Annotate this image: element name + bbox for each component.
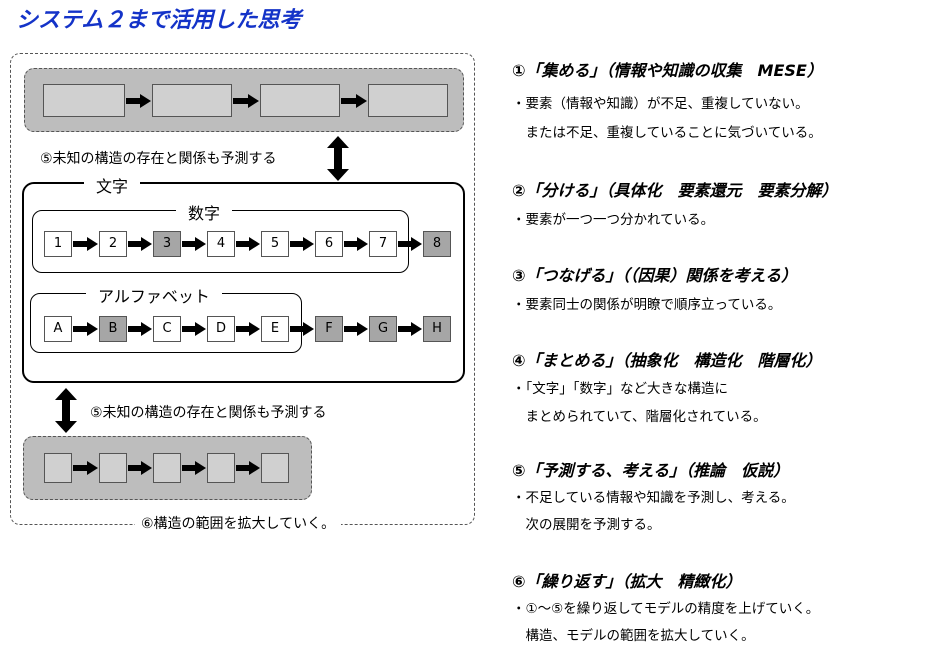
unknown-box (99, 453, 127, 483)
section-text: 構造、モデルの範囲を拡大していく。 (512, 628, 755, 644)
arrow-icon (233, 94, 259, 108)
arrow-icon (73, 322, 98, 336)
alphabet-box: F (315, 316, 343, 342)
arrow-icon (73, 237, 98, 251)
alphabet-box: B (99, 316, 127, 342)
section-heading-connect: ③「つなげる」（（因果）関係を考える） (512, 266, 798, 285)
alphabet-box: C (153, 316, 181, 342)
arrow-icon (290, 322, 314, 336)
section-heading-predict: ⑤「予測する、考える」（推論 仮説） (512, 461, 790, 480)
section-text: ・要素（情報や知識）が不足、重複していない。 (512, 96, 809, 112)
page-title: システム２まで活用した思考 (16, 8, 302, 33)
arrow-icon (73, 461, 98, 475)
number-box: 3 (153, 231, 181, 257)
arrow-icon (341, 94, 367, 108)
alphabet-box: G (369, 316, 397, 342)
unknown-box (152, 84, 232, 117)
arrow-icon (128, 237, 152, 251)
number-box: 8 (423, 231, 451, 257)
unknown-box (207, 453, 235, 483)
moji-label: 文字 (84, 173, 141, 197)
unknown-box (43, 84, 125, 117)
arrow-icon (182, 322, 206, 336)
section-heading-summarize: ④「まとめる」（抽象化 構造化 階層化） (512, 351, 822, 370)
numbers-label: 数字 (176, 200, 233, 224)
alphabet-label: アルファベット (86, 283, 222, 307)
section-text: ・①～⑤を繰り返してモデルの精度を上げていく。 (512, 601, 820, 617)
alphabet-box: H (423, 316, 451, 342)
section-text: 次の展開を予測する。 (512, 517, 661, 533)
number-box: 2 (99, 231, 127, 257)
section-heading-repeat: ⑥「繰り返す」（拡大 精緻化） (512, 572, 742, 591)
unknown-box (153, 453, 181, 483)
section-text: ・「文字」「数字」など大きな構造に (512, 381, 728, 397)
unknown-box (368, 84, 448, 117)
predict-label-bottom: ⑤未知の構造の存在と関係も予測する (90, 405, 327, 421)
number-box: 6 (315, 231, 343, 257)
arrow-icon (128, 461, 152, 475)
number-box: 4 (207, 231, 235, 257)
arrow-icon (182, 461, 206, 475)
arrow-icon (344, 322, 368, 336)
section-text: ・不足している情報や知識を予測し、考える。 (512, 490, 795, 506)
alphabet-box: A (44, 316, 72, 342)
section-text: または不足、重複していることに気づいている。 (512, 125, 822, 141)
arrow-icon (236, 237, 260, 251)
arrow-icon (126, 94, 151, 108)
section-text: ・要素が一つ一つ分かれている。 (512, 212, 715, 228)
section-text: まとめられていて、階層化されている。 (512, 409, 767, 425)
arrow-icon (398, 322, 422, 336)
number-box: 1 (44, 231, 72, 257)
double-arrow-icon (55, 388, 77, 433)
arrow-icon (128, 322, 152, 336)
arrow-icon (182, 237, 206, 251)
arrow-icon (290, 237, 314, 251)
section-heading-divide: ②「分ける」（具体化 要素還元 要素分解） (512, 181, 838, 200)
arrow-icon (344, 237, 368, 251)
number-box: 7 (369, 231, 397, 257)
outer-scope-caption: ⑥構造の範囲を拡大していく。 (135, 513, 342, 533)
moji-frame (22, 182, 465, 383)
arrow-icon (398, 237, 422, 251)
alphabet-box: D (207, 316, 235, 342)
predict-label-top: ⑤未知の構造の存在と関係も予測する (40, 151, 277, 167)
arrow-icon (236, 322, 260, 336)
unknown-box (261, 453, 289, 483)
section-text: ・要素同士の関係が明瞭で順序立っている。 (512, 297, 782, 313)
double-arrow-icon (327, 136, 349, 181)
unknown-box (260, 84, 340, 117)
alphabet-box: E (261, 316, 289, 342)
section-heading-collect: ①「集める」（情報や知識の収集 MESE） (512, 61, 823, 80)
number-box: 5 (261, 231, 289, 257)
arrow-icon (236, 461, 260, 475)
unknown-box (44, 453, 72, 483)
